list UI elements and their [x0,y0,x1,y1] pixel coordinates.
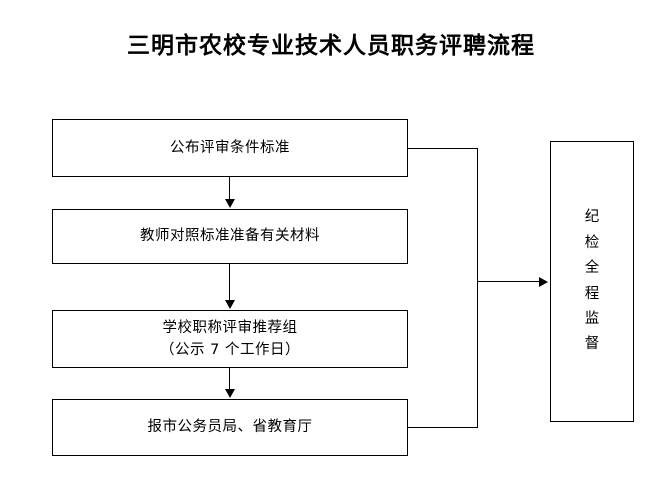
connector-prepare-to-review [229,264,230,301]
flow-node-school-review-group[interactable]: 学校职称评审推荐组 （公示 7 个工作日） [52,310,408,368]
flow-node-teacher-prepare[interactable]: 教师对照标准准备有关材料 [52,209,408,264]
flow-node-label: 公布评审条件标准 [170,139,290,156]
vertical-label-char: 全 [584,260,600,277]
connector-to-supervision [477,281,541,282]
flow-node-label: 报市公务员局、省教育厅 [147,419,313,436]
arrowhead-down-icon [225,300,235,309]
arrowhead-right-icon [539,277,548,287]
flow-node-label: 学校职称评审推荐组 [162,319,298,336]
flow-node-report-to-bureau[interactable]: 报市公务员局、省教育厅 [52,399,408,456]
connector-publish-to-prepare [229,177,230,200]
vertical-label-char: 监 [584,310,600,327]
connector-bracket-bottom [408,427,478,428]
vertical-label: 纪 检 全 程 监 督 [585,205,600,357]
flow-node-discipline-supervision[interactable]: 纪 检 全 程 监 督 [550,141,634,422]
connector-bracket-top [408,148,478,149]
flow-node-label: 教师对照标准准备有关材料 [140,228,320,245]
vertical-label-char: 程 [584,285,600,302]
vertical-label-char: 督 [584,336,600,353]
vertical-label-char: 检 [584,234,600,251]
vertical-label-char: 纪 [584,209,600,226]
arrowhead-down-icon [225,389,235,398]
arrowhead-down-icon [225,199,235,208]
flow-node-publish-criteria[interactable]: 公布评审条件标准 [52,119,408,177]
connector-bracket-spine [477,148,478,428]
page-title: 三明市农校专业技术人员职务评聘流程 [127,32,535,59]
flow-node-sublabel: （公示 7 个工作日） [160,342,300,358]
connector-review-to-report [229,368,230,390]
